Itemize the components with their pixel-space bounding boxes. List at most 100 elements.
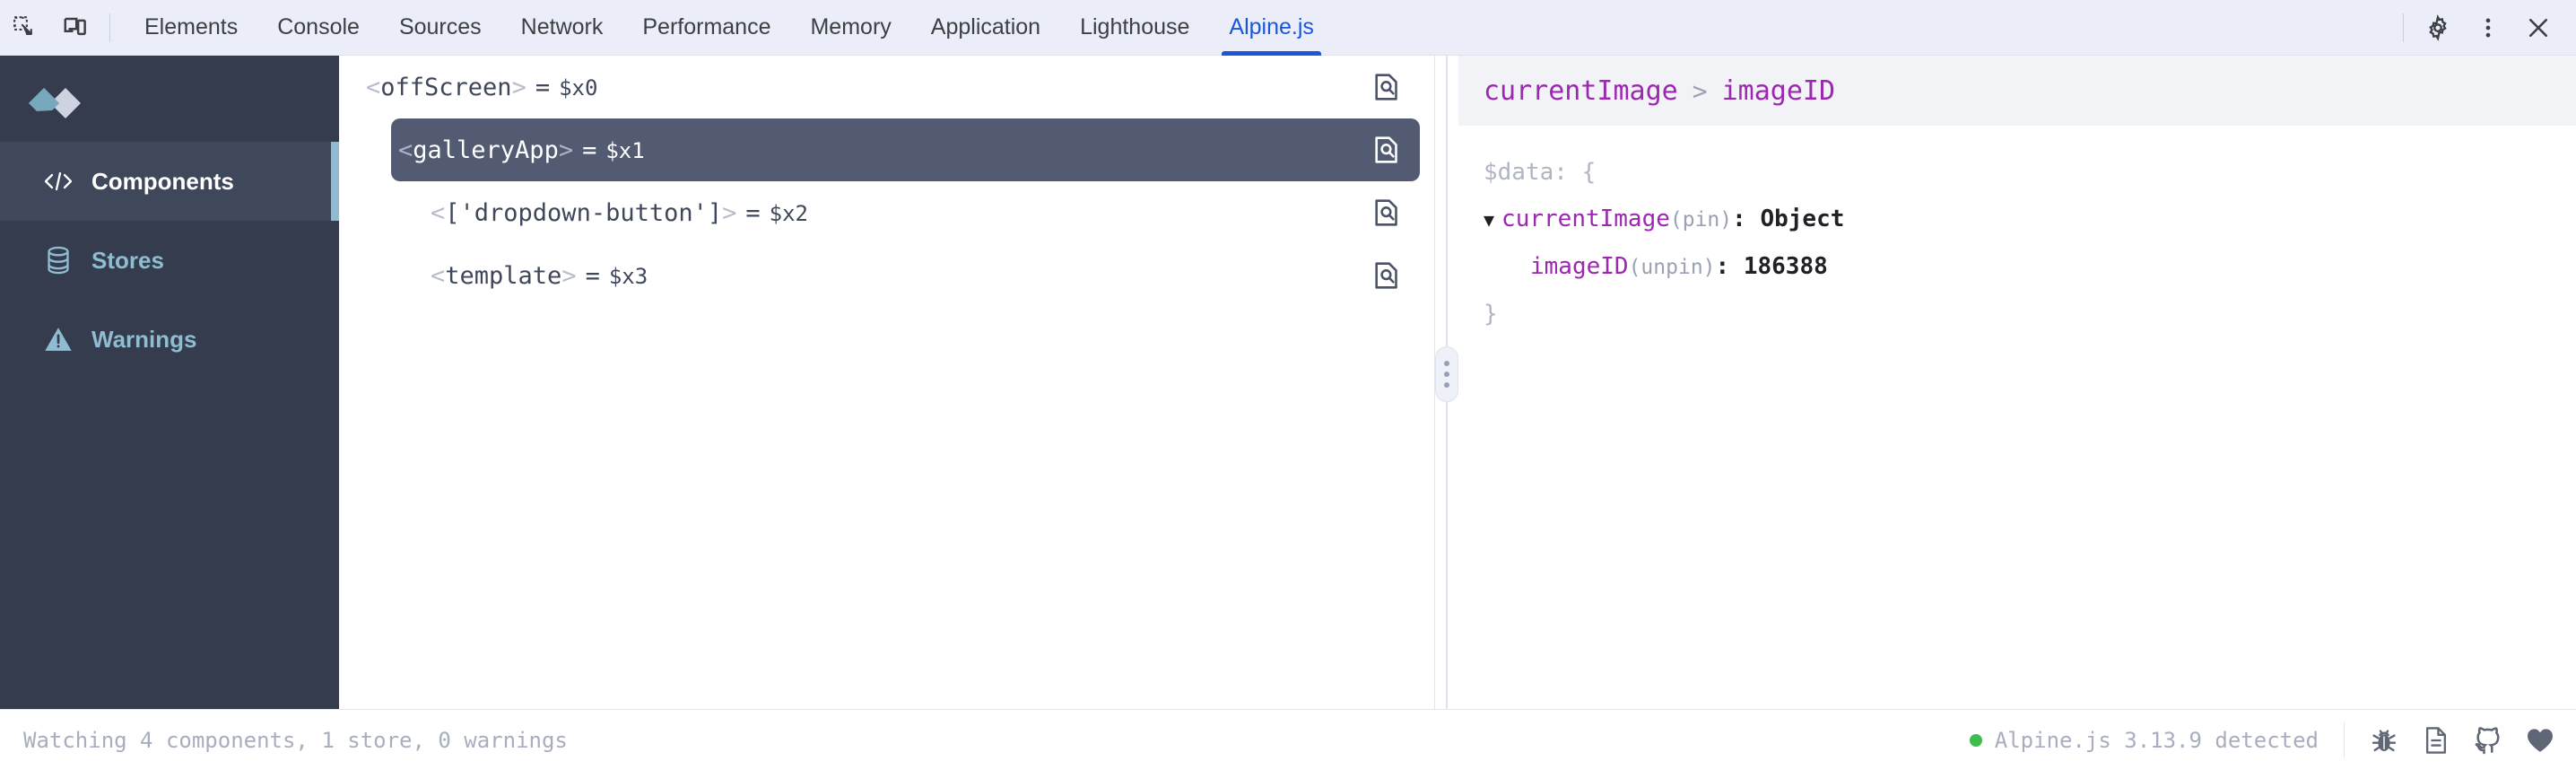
assign-equals: = xyxy=(585,261,600,290)
console-ref: $x2 xyxy=(769,200,809,226)
component-data-pane: currentImage > imageID $data: { ▼ current… xyxy=(1458,56,2576,709)
tab-alpinejs[interactable]: Alpine.js xyxy=(1209,0,1334,56)
inspect-document-icon[interactable] xyxy=(1368,131,1405,169)
data-key: currentImage xyxy=(1501,206,1670,232)
splitter-handle[interactable] xyxy=(1435,346,1458,402)
assign-equals: = xyxy=(582,136,597,164)
pane-splitter[interactable] xyxy=(1435,56,1458,709)
tab-sources[interactable]: Sources xyxy=(379,0,501,56)
tab-console[interactable]: Console xyxy=(257,0,379,56)
status-bar: Watching 4 components, 1 store, 0 warnin… xyxy=(0,709,2576,770)
breadcrumb-item-imageid[interactable]: imageID xyxy=(1721,74,1836,107)
inspect-document-icon[interactable] xyxy=(1368,257,1405,294)
data-row-currentimage[interactable]: ▼ currentImage(pin): Object xyxy=(1484,196,2551,243)
database-icon xyxy=(43,245,74,276)
tree-row-label: <galleryApp> = $x1 xyxy=(398,136,645,164)
kebab-menu-icon[interactable] xyxy=(2463,3,2513,53)
pin-action-label[interactable]: (pin) xyxy=(1669,208,1733,232)
component-name: ['dropdown-button'] xyxy=(445,198,723,227)
data-tree: $data: { ▼ currentImage(pin): Object imag… xyxy=(1458,126,2576,709)
devtools-toolbar: Elements Console Sources Network Perform… xyxy=(0,0,2576,56)
tag-open-angle: < xyxy=(366,73,381,101)
breadcrumb-item-currentimage[interactable]: currentImage xyxy=(1484,74,1678,107)
watching-status-text: Watching 4 components, 1 store, 0 warnin… xyxy=(23,727,568,753)
tab-memory[interactable]: Memory xyxy=(790,0,910,56)
bug-icon[interactable] xyxy=(2368,724,2400,757)
console-ref: $x3 xyxy=(608,263,648,289)
status-bar-right: Alpine.js 3.13.9 detected xyxy=(1969,722,2556,758)
data-colon: : xyxy=(1715,253,1730,280)
status-dot xyxy=(1969,733,1982,747)
tree-row[interactable]: <template> = $x3 xyxy=(423,244,1420,307)
data-row-imageid[interactable]: imageID(unpin): 186388 xyxy=(1484,243,2551,291)
tab-label: Lighthouse xyxy=(1080,14,1190,39)
sidebar-item-label: Components xyxy=(91,168,234,195)
component-name: galleryApp xyxy=(413,136,559,164)
data-colon: : xyxy=(1732,206,1746,232)
tab-performance[interactable]: Performance xyxy=(622,0,790,56)
data-close-brace: } xyxy=(1484,291,2551,337)
tab-lighthouse[interactable]: Lighthouse xyxy=(1060,0,1209,56)
data-value: 186388 xyxy=(1743,253,1828,280)
tree-row-label: <offScreen>=$x0 xyxy=(366,74,597,101)
tab-elements[interactable]: Elements xyxy=(125,0,257,56)
data-open-brace: $data: { xyxy=(1484,149,2551,196)
component-name: template xyxy=(445,261,562,290)
assign-equals: = xyxy=(745,198,761,227)
breadcrumb: currentImage > imageID xyxy=(1458,56,2576,126)
sidebar-item-label: Stores xyxy=(91,247,164,274)
heart-icon[interactable] xyxy=(2524,724,2556,757)
inspect-element-icon[interactable] xyxy=(0,3,50,53)
sidebar-item-warnings[interactable]: Warnings xyxy=(0,300,339,379)
toolbar-divider xyxy=(109,13,110,42)
detected-text: Alpine.js 3.13.9 detected xyxy=(1994,727,2319,753)
tab-label: Alpine.js xyxy=(1229,14,1314,39)
tab-label: Performance xyxy=(642,14,771,39)
chevron-down-icon[interactable]: ▼ xyxy=(1484,209,1495,231)
github-icon[interactable] xyxy=(2472,724,2504,757)
tag-open-angle: < xyxy=(431,261,446,290)
assign-equals: = xyxy=(535,73,551,101)
tree-row[interactable]: <['dropdown-button']> = $x2 xyxy=(423,181,1420,244)
inspect-document-icon[interactable] xyxy=(1368,194,1405,232)
docs-icon[interactable] xyxy=(2420,724,2452,757)
alpine-detected-status: Alpine.js 3.13.9 detected xyxy=(1969,727,2344,753)
inspect-document-icon[interactable] xyxy=(1368,68,1405,106)
components-tree-pane: <offScreen>=$x0<galleryApp>=$x1<['dropdo… xyxy=(339,56,1435,709)
tab-label: Console xyxy=(277,14,360,39)
data-close-brace-text: } xyxy=(1484,301,1498,328)
tag-open-angle: < xyxy=(431,198,446,227)
gear-icon[interactable] xyxy=(2413,3,2463,53)
warning-triangle-icon xyxy=(43,324,74,354)
alpinejs-logo xyxy=(0,75,339,142)
console-ref: $x1 xyxy=(605,137,645,163)
tab-network[interactable]: Network xyxy=(501,0,623,56)
tab-label: Elements xyxy=(144,14,239,39)
tab-label: Network xyxy=(520,14,604,39)
code-brackets-icon xyxy=(43,166,74,197)
toolbar-right-actions xyxy=(2394,3,2576,53)
tab-application[interactable]: Application xyxy=(911,0,1060,56)
sidebar-item-components[interactable]: Components xyxy=(0,142,339,221)
splitter-dot xyxy=(1444,372,1449,377)
status-divider xyxy=(2344,722,2345,758)
tag-close-angle: > xyxy=(722,198,737,227)
data-open-brace-text: $data: { xyxy=(1484,159,1597,186)
data-value: Object xyxy=(1760,206,1845,232)
component-name: offScreen xyxy=(380,73,512,101)
device-toolbar-icon[interactable] xyxy=(50,3,100,53)
sidebar-item-stores[interactable]: Stores xyxy=(0,221,339,300)
tag-close-angle: > xyxy=(561,261,577,290)
unpin-action-label[interactable]: (unpin) xyxy=(1628,256,1716,279)
tree-row[interactable]: <galleryApp> = $x1 xyxy=(391,118,1420,181)
tree-row-label: <['dropdown-button']> = $x2 xyxy=(431,199,808,227)
data-key: imageID xyxy=(1530,253,1629,280)
tag-open-angle: < xyxy=(398,136,413,164)
tag-close-angle: > xyxy=(558,136,574,164)
close-icon[interactable] xyxy=(2513,3,2563,53)
console-ref: $x0 xyxy=(559,74,598,101)
splitter-dot xyxy=(1444,361,1449,366)
breadcrumb-separator: > xyxy=(1692,75,1708,106)
tree-row[interactable]: <offScreen>=$x0 xyxy=(359,56,1420,118)
